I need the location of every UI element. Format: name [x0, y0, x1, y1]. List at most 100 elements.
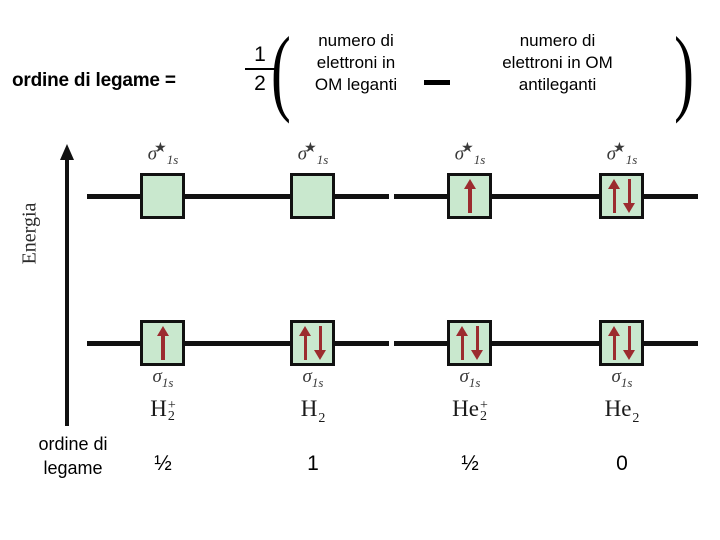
bonding-level-h2-plus	[83, 320, 243, 368]
arrowhead-icon	[456, 326, 468, 336]
molecule-formula-h2: H2	[233, 396, 393, 427]
antibonding-orbital-box[interactable]	[599, 173, 644, 219]
antibonding-electrons-term: numero di elettroni in OM antileganti	[455, 30, 660, 96]
arrowhead-icon	[299, 326, 311, 336]
antibonding-orbital-label-h2: σ★1s	[233, 140, 393, 168]
orbital-subscript: 1s	[316, 152, 329, 168]
antibonding-star-icon: ★	[461, 141, 474, 156]
close-paren: )	[674, 17, 694, 124]
bonding-level-he2-plus	[390, 320, 550, 368]
sigma-symbol: σ	[606, 143, 617, 165]
antibonding-star-icon: ★	[154, 141, 167, 156]
minus-icon	[424, 80, 450, 85]
orbital-subscript: 1s	[620, 374, 633, 390]
bond-order-row-label: ordine di legame	[8, 432, 138, 480]
sigma-symbol: σ	[459, 366, 469, 387]
antibonding-orbital-box[interactable]	[140, 173, 185, 219]
arrow-stem	[318, 326, 322, 352]
antibonding-orbital-box[interactable]	[290, 173, 335, 219]
antibonding-orbital-box[interactable]	[447, 173, 492, 219]
antibonding-level-h2-plus	[83, 173, 243, 221]
electron-arrows	[456, 323, 484, 363]
bonding-orbital-box[interactable]	[599, 320, 644, 366]
sigma-symbol: σ	[152, 366, 162, 387]
atom-count-subscript: 2	[479, 408, 487, 424]
arrowhead-icon	[471, 350, 483, 360]
arrowhead-icon	[314, 350, 326, 360]
energy-axis-arrow-icon	[60, 144, 74, 426]
arrowhead-icon	[608, 179, 620, 189]
electron-arrow-up	[608, 179, 621, 213]
sigma-symbol: σ	[611, 366, 621, 387]
arrowhead-icon	[623, 350, 635, 360]
orbital-subscript: 1s	[468, 374, 481, 390]
fraction-denominator: 2	[254, 72, 266, 95]
one-half-fraction: 1 2	[245, 44, 275, 94]
bonding-orbital-label-he2: σ1s	[542, 366, 702, 391]
electron-arrow-up	[456, 326, 469, 360]
antibonding-level-he2	[542, 173, 702, 221]
bonding-orbital-box[interactable]	[140, 320, 185, 366]
formula-left-label: ordine di legame =	[12, 70, 176, 91]
bonding-level-h2	[233, 320, 393, 368]
antibonding-star-icon: ★	[613, 141, 626, 156]
arrow-stem	[303, 334, 307, 360]
charge-superscript: +	[479, 397, 488, 413]
sigma-symbol: σ	[297, 143, 308, 165]
charge-and-count-stack: +2	[479, 397, 488, 424]
antibonding-level-h2	[233, 173, 393, 221]
charge-and-count-stack: +2	[167, 397, 176, 423]
bonding-orbital-label-he2-plus: σ1s	[390, 366, 550, 391]
atom-count-subscript: 2	[632, 410, 640, 426]
antibonding-term-line-3: antileganti	[518, 75, 597, 94]
electron-arrow-up	[156, 326, 169, 360]
arrowhead-icon	[623, 203, 635, 213]
electron-arrows	[299, 323, 327, 363]
element-symbol: H	[150, 396, 167, 421]
arrow-stem	[468, 187, 472, 213]
electron-arrow-down	[623, 326, 636, 360]
sigma-symbol: σ	[454, 143, 465, 165]
energy-axis-shaft	[65, 152, 69, 426]
electron-arrow-down	[314, 326, 327, 360]
bonding-term-line-2: elettroni in	[316, 53, 396, 72]
bonding-orbital-box[interactable]	[447, 320, 492, 366]
antibonding-orbital-label-h2-plus: σ★1s	[83, 140, 243, 168]
arrow-stem	[460, 334, 464, 360]
bonding-level-he2	[542, 320, 702, 368]
element-symbol: He	[604, 396, 632, 421]
bond-order-value-he2-plus: ½	[461, 452, 479, 475]
electron-arrow-up	[608, 326, 621, 360]
antibonding-term-line-1: numero di	[519, 31, 596, 50]
arrow-stem	[161, 334, 165, 360]
element-symbol: He	[452, 396, 479, 421]
antibonding-orbital-label-he2-plus: σ★1s	[390, 140, 550, 168]
charge-superscript: +	[167, 397, 176, 413]
antibonding-star-icon: ★	[304, 141, 317, 156]
electron-arrows	[463, 176, 476, 216]
bond-order-label-line-2: legame	[43, 458, 103, 478]
arrow-stem	[627, 326, 631, 352]
arrow-stem	[612, 334, 616, 360]
arrowhead-icon	[156, 326, 169, 336]
antibonding-term-line-2: elettroni in OM	[502, 53, 613, 72]
molecule-formula-h2-plus: H+2	[83, 396, 243, 423]
bonding-orbital-box[interactable]	[290, 320, 335, 366]
fraction-bar	[245, 68, 275, 70]
orbital-subscript: 1s	[311, 374, 324, 390]
fraction-numerator: 1	[254, 43, 266, 66]
bonding-electrons-term: numero di elettroni in OM leganti	[286, 30, 426, 96]
bond-order-value-h2: 1	[307, 452, 319, 475]
orbital-subscript: 1s	[161, 374, 174, 390]
antibonding-level-he2-plus	[390, 173, 550, 221]
bond-order-value-h2-plus: ½	[154, 452, 172, 475]
electron-arrow-up	[463, 179, 476, 213]
electron-arrows	[608, 176, 636, 216]
orbital-subscript: 1s	[166, 152, 179, 168]
arrow-stem	[627, 179, 631, 205]
